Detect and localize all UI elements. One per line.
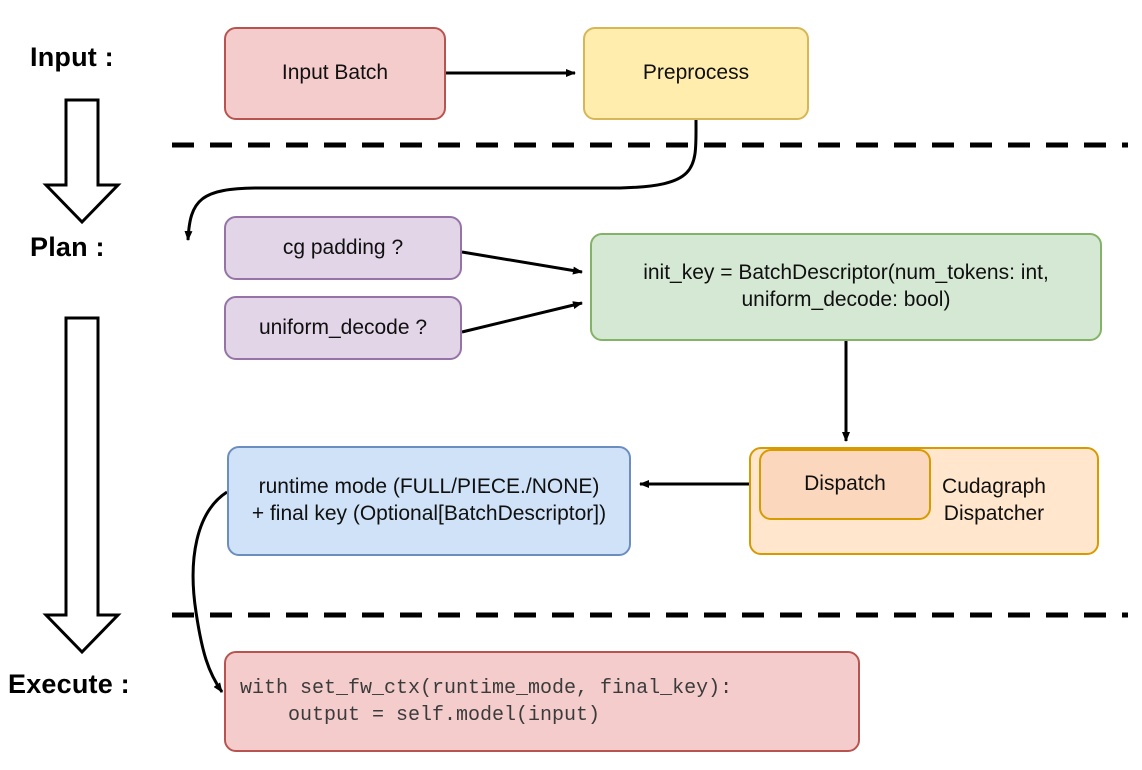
node-input-batch[interactable]: Input Batch xyxy=(224,27,446,120)
node-uniform-decode-label: uniform_decode ? xyxy=(258,315,428,339)
node-dispatch[interactable]: Dispatch xyxy=(759,449,931,520)
node-code-block-text: with set_fw_ctx(runtime_mode, final_key)… xyxy=(240,676,733,727)
node-init-key-label: init_key = BatchDescriptor(num_tokens: i… xyxy=(643,261,1049,311)
node-preprocess[interactable]: Preprocess xyxy=(583,27,809,120)
stage-label-plan: Plan : xyxy=(30,232,105,262)
node-preprocess-label: Preprocess xyxy=(642,61,750,85)
node-input-batch-label: Input Batch xyxy=(281,61,389,85)
node-cudagraph-dispatcher-label: Cudagraph Dispatcher xyxy=(942,475,1046,525)
input-to-plan-arrow xyxy=(42,98,122,225)
node-code-block[interactable]: with set_fw_ctx(runtime_mode, final_key)… xyxy=(224,651,860,752)
edge-cg-padding-to-init-key xyxy=(461,250,583,275)
stage-label-execute: Execute : xyxy=(8,669,130,699)
node-runtime-mode[interactable]: runtime mode (FULL/PIECE./NONE) + final … xyxy=(227,446,631,556)
stage-label-input: Input : xyxy=(30,42,114,72)
edge-uniform-decode-to-init-key xyxy=(461,301,583,334)
node-dispatch-label: Dispatch xyxy=(804,472,886,496)
node-init-key[interactable]: init_key = BatchDescriptor(num_tokens: i… xyxy=(590,233,1102,341)
node-runtime-mode-label: runtime mode (FULL/PIECE./NONE) + final … xyxy=(251,475,607,525)
edge-runtime-mode-to-code-block xyxy=(191,490,228,693)
node-cg-padding[interactable]: cg padding ? xyxy=(224,216,462,280)
plan-to-execute-arrow xyxy=(42,316,122,655)
node-cg-padding-label: cg padding ? xyxy=(282,235,404,259)
node-uniform-decode[interactable]: uniform_decode ? xyxy=(224,296,462,360)
